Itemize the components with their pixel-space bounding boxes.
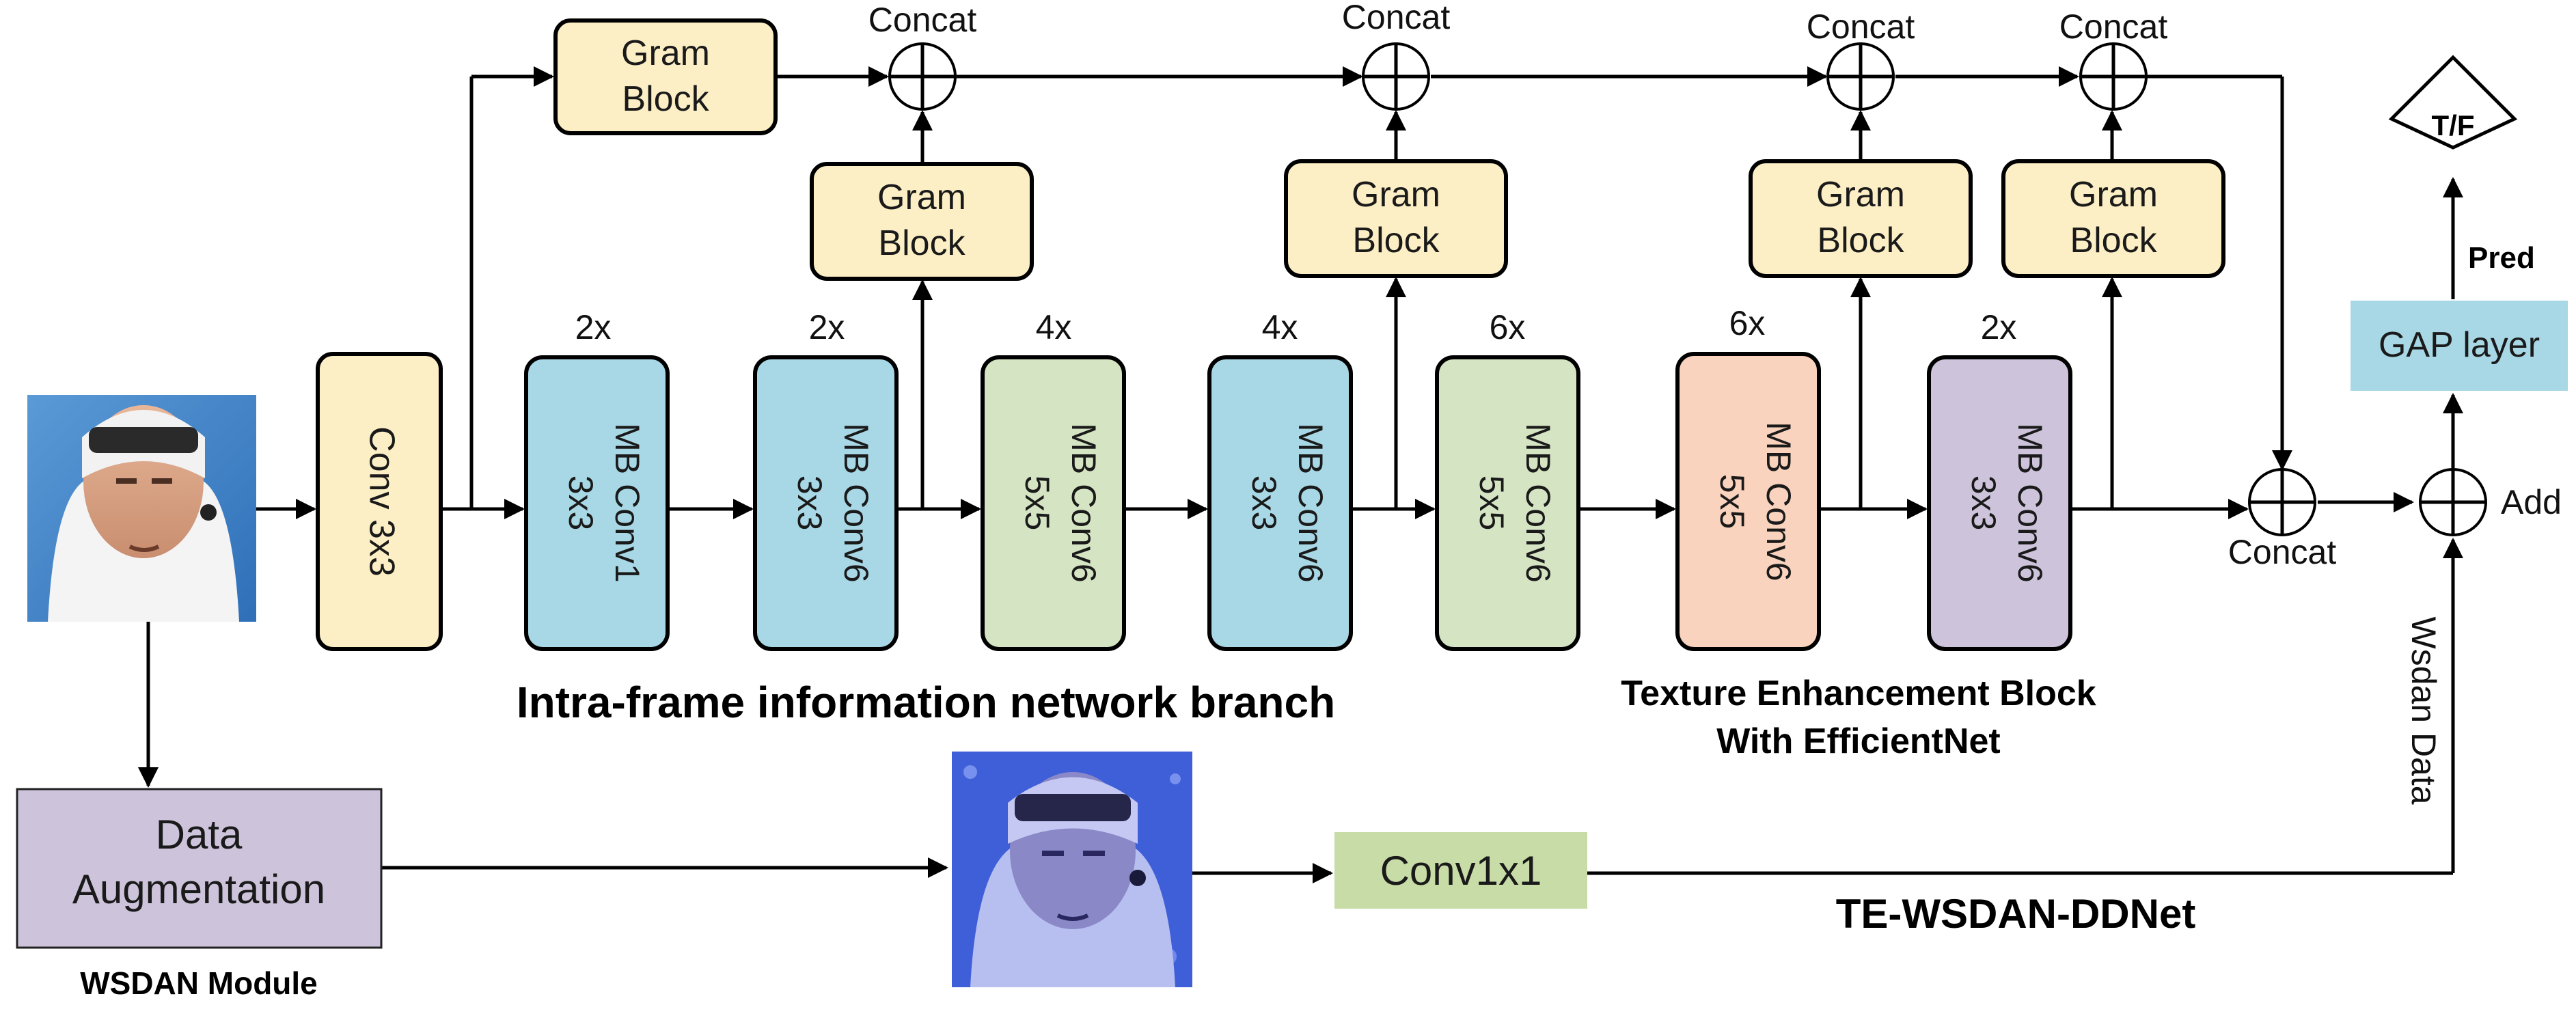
input-image [27, 395, 256, 622]
concat-bottom: Concat [2228, 468, 2337, 571]
gap-layer-label: GAP layer [2379, 325, 2540, 365]
mb-block-4-label: MB Conv6 [1291, 423, 1330, 582]
mb-block-7-label: MB Conv6 [2011, 423, 2049, 582]
concat-4: Concat [2059, 8, 2168, 111]
conv-3x3-label: Conv 3x3 [361, 426, 401, 577]
mb-block-5-multiplier: 6x [1490, 308, 1526, 346]
mb-block-1-kernel: 3x3 [562, 476, 600, 531]
gram-block-top: Gram Block [553, 18, 778, 135]
gram-block-top-line1: Gram [621, 33, 710, 73]
augmented-image [952, 752, 1192, 987]
conv1x1-block: Conv1x1 [1334, 832, 1587, 909]
texture-enhancement-caption: Texture Enhancement Block [1621, 674, 2096, 713]
conv-3x3-block: Conv 3x3 [316, 352, 443, 651]
mb-block-7-kernel: 3x3 [1964, 476, 2003, 531]
gram-block-1: Gram Block [810, 162, 1034, 281]
mb-block-3-kernel: 5x5 [1018, 476, 1056, 531]
gram-block-2: Gram Block [1284, 159, 1508, 278]
data-augmentation-block: Data Augmentation [16, 788, 383, 949]
network-name-caption: TE-WSDAN-DDNet [1836, 891, 2196, 937]
mb-block-2: 2x MB Conv6 3x3 [753, 308, 899, 651]
mb-block-6: 6x MB Conv6 5x5 [1675, 304, 1821, 651]
mb-block-6-multiplier: 6x [1729, 304, 1766, 342]
concat-1-label: Concat [868, 1, 977, 39]
pred-label: Pred [2468, 241, 2535, 275]
mb-block-3: 4x MB Conv6 5x5 [981, 308, 1126, 651]
add-operator: Add [2419, 468, 2562, 536]
gram-block-2-line2: Block [1352, 221, 1440, 260]
mb-block-5-kernel: 5x5 [1472, 476, 1511, 531]
concat-3: Concat [1807, 8, 1915, 111]
mb-block-1-multiplier: 2x [575, 308, 612, 346]
gap-layer: GAP layer [2351, 301, 2568, 391]
connections [138, 66, 2463, 883]
gram-block-3-line2: Block [1817, 221, 1904, 260]
output-decision: T/F [2388, 55, 2518, 150]
gram-block-4-line1: Gram [2069, 175, 2158, 215]
concat-bottom-label: Concat [2228, 533, 2337, 571]
data-augmentation-line2: Augmentation [72, 866, 325, 912]
data-augmentation-line1: Data [156, 812, 243, 857]
mb-block-5-label: MB Conv6 [1519, 423, 1557, 582]
mb-block-2-label: MB Conv6 [837, 423, 875, 582]
add-label: Add [2501, 483, 2562, 521]
wsdan-module-caption: WSDAN Module [80, 965, 318, 1001]
concat-4-label: Concat [2059, 8, 2168, 46]
gram-block-2-line1: Gram [1352, 175, 1440, 215]
concat-3-label: Concat [1807, 8, 1915, 46]
gram-block-1-line2: Block [878, 223, 965, 263]
mb-block-1: 2x MB Conv1 3x3 [524, 308, 670, 651]
mb-block-4-multiplier: 4x [1262, 308, 1298, 346]
mb-block-4-kernel: 3x3 [1245, 476, 1283, 531]
conv1x1-label: Conv1x1 [1380, 848, 1542, 894]
mb-block-6-kernel: 5x5 [1713, 474, 1751, 529]
wsdan-data-label: Wsdan Data [2404, 616, 2443, 804]
concat-2: Concat [1342, 0, 1451, 111]
gram-block-3-line1: Gram [1816, 175, 1905, 215]
gram-block-3: Gram Block [1749, 159, 1973, 278]
mb-block-7-multiplier: 2x [1981, 308, 2017, 346]
mb-block-3-multiplier: 4x [1036, 308, 1072, 346]
mb-block-4: 4x MB Conv6 3x3 [1207, 308, 1353, 651]
output-label: T/F [2432, 109, 2475, 141]
mb-block-7: 2x MB Conv6 3x3 [1927, 308, 2072, 651]
mb-block-3-label: MB Conv6 [1065, 423, 1103, 582]
concat-1: Concat [868, 1, 977, 111]
mb-block-5: 6x MB Conv6 5x5 [1435, 308, 1580, 651]
efficientnet-caption: With EfficientNet [1716, 721, 2001, 761]
intra-frame-caption: Intra-frame information network branch [517, 678, 1335, 727]
mb-block-2-kernel: 3x3 [791, 476, 829, 531]
mb-block-6-label: MB Conv6 [1759, 422, 1798, 581]
mb-block-1-label: MB Conv1 [608, 423, 646, 582]
gram-block-1-line1: Gram [877, 178, 966, 217]
gram-block-4-line2: Block [2070, 221, 2157, 260]
concat-2-label: Concat [1342, 0, 1451, 36]
mb-block-2-multiplier: 2x [809, 308, 845, 346]
gram-block-top-line2: Block [622, 79, 709, 119]
gram-block-4: Gram Block [2001, 159, 2225, 278]
